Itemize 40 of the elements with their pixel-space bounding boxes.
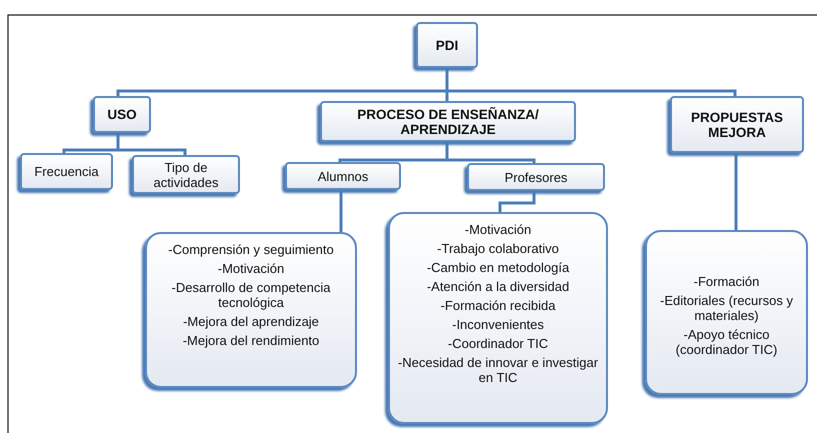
list-item: -Motivación — [216, 261, 286, 276]
node-label: PROPUESTAS MEJORA — [690, 110, 784, 140]
connector — [116, 133, 186, 155]
concept-box — [285, 162, 401, 190]
list-box — [388, 212, 608, 424]
concept-box — [416, 22, 478, 68]
concept-box — [320, 101, 576, 142]
node-label: USO — [106, 107, 138, 122]
connector — [498, 191, 536, 212]
concept-box — [93, 96, 151, 133]
list-item: -Inconvenientes — [451, 317, 545, 332]
list-box — [645, 230, 808, 395]
list-item: -Coordinador TIC — [446, 336, 550, 351]
list-item: -Cambio en metodología — [426, 260, 570, 275]
list-item: -Apoyo técnico (coordinador TIC) — [674, 327, 778, 357]
node-label: PDI — [434, 38, 460, 52]
list-item: -Desarrollo de competencia tecnológica — [170, 280, 332, 310]
list-item: -Necesidad de innovar e investigar en TIC — [396, 355, 600, 385]
connector — [340, 190, 342, 232]
list-item: -Atención a la diversidad — [426, 279, 570, 294]
node-label: PROCESO DE ENSEÑANZA/ APRENDIZAJE — [356, 106, 540, 136]
concept-box — [132, 155, 240, 194]
node-label: Frecuencia — [33, 164, 100, 179]
node-label: Tipo de actividades — [152, 160, 220, 190]
list-item: -Mejora del aprendizaje — [182, 314, 320, 329]
concept-box — [20, 153, 113, 190]
list-item: -Formación — [692, 274, 760, 289]
connector — [734, 153, 738, 230]
list-item: -Trabajo colaborativo — [436, 241, 560, 256]
list-item: -Motivación — [464, 222, 532, 237]
list-box — [145, 232, 357, 388]
node-label: Profesores — [504, 170, 568, 184]
list-item: -Editoriales (recursos y materiales) — [659, 293, 794, 323]
node-label: Alumnos — [316, 168, 370, 184]
concept-box — [467, 163, 605, 191]
concept-box — [670, 96, 804, 153]
list-item: -Comprensión y seguimiento — [167, 242, 335, 257]
list-item: -Mejora del rendimiento — [182, 333, 320, 348]
connector — [446, 68, 736, 96]
list-item: -Formación recibida — [440, 298, 556, 313]
